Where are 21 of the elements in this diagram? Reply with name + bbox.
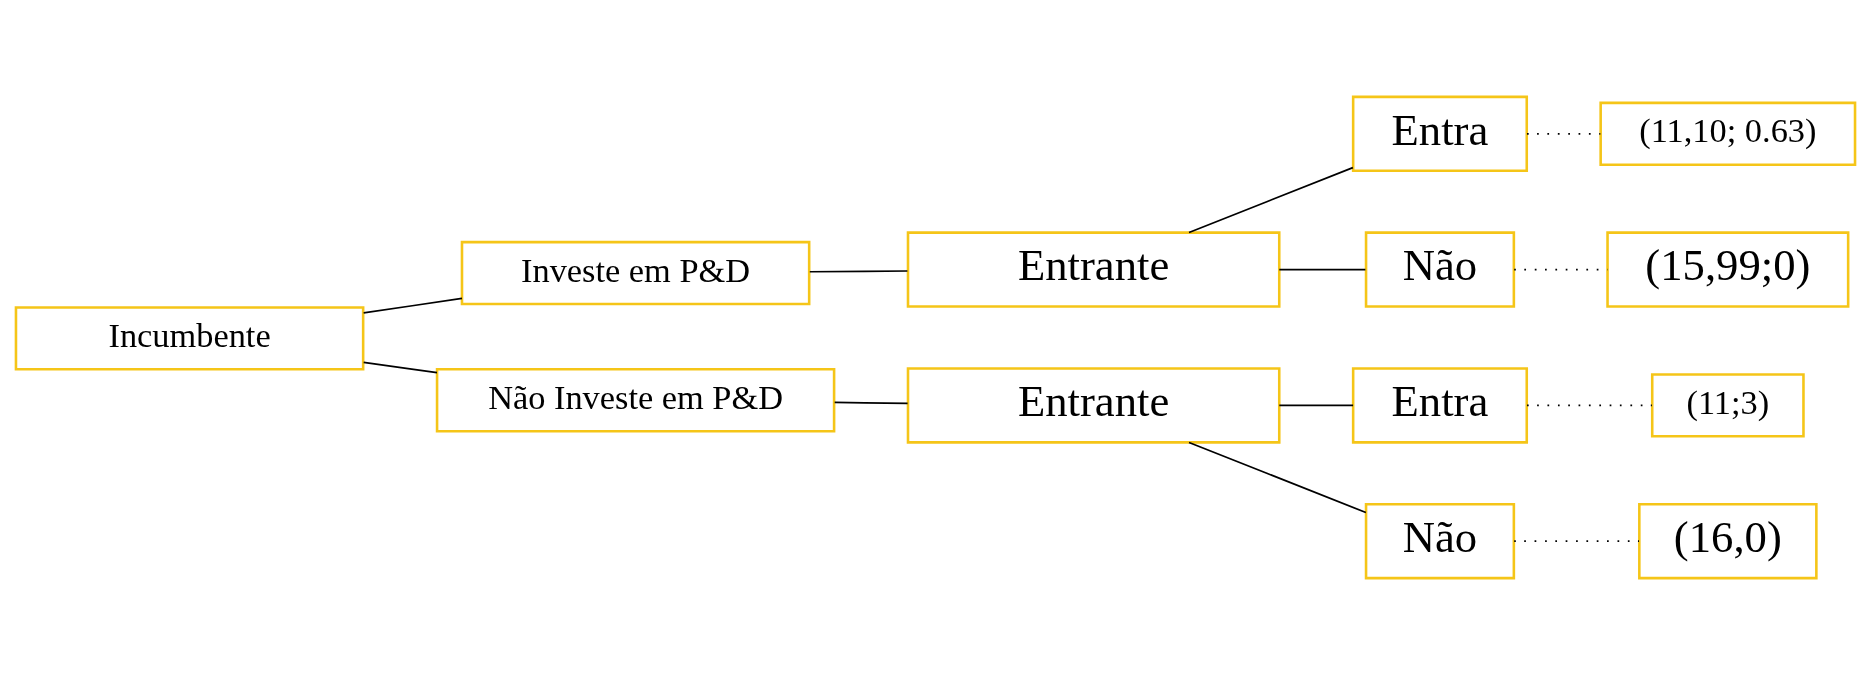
connector: [833, 401, 908, 405]
node-box: (15,99;0): [1605, 231, 1849, 308]
node-box: Não Investe em P&D: [435, 368, 835, 433]
node-box: Entrante: [906, 231, 1281, 308]
node-box: Entrante: [906, 367, 1281, 444]
connector: [362, 361, 438, 374]
node-box: (11,10; 0.63): [1598, 101, 1856, 167]
connector: [1187, 166, 1354, 234]
connector: [362, 297, 463, 314]
connector: [1278, 268, 1366, 271]
node-box: Entra: [1351, 95, 1528, 173]
node-box: Incumbente: [14, 306, 364, 371]
node-box: Não: [1364, 502, 1515, 580]
node-box: Investe em P&D: [460, 240, 810, 306]
node-box: (11;3): [1650, 373, 1805, 438]
node-box: (16,0): [1637, 502, 1818, 580]
node-box: Entra: [1351, 367, 1528, 444]
node-box: Não: [1364, 231, 1515, 308]
connector: [808, 270, 908, 273]
connector: [1278, 404, 1354, 407]
connector: [1187, 441, 1367, 514]
